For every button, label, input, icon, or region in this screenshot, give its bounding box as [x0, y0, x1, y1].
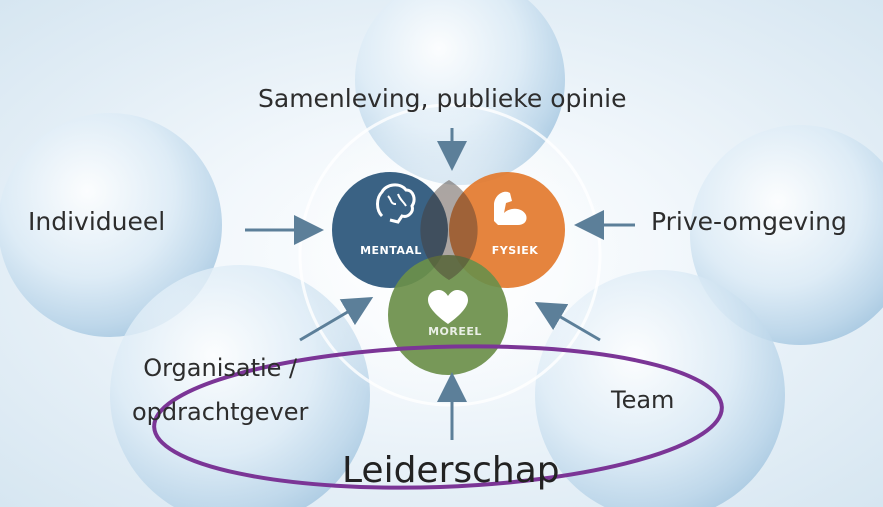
circle-mentaal [332, 172, 448, 288]
bubble-bottom-right [535, 270, 785, 507]
circle-fysiek [449, 172, 565, 288]
label-individueel: Individueel [28, 207, 166, 236]
label-organisatie: Organisatie / opdrachtgever [132, 346, 308, 434]
label-leiderschap: Leiderschap [342, 450, 560, 491]
heart-icon [428, 290, 468, 324]
arrow-bottom-left [299, 296, 374, 342]
label-mentaal: MENTAAL [360, 244, 422, 257]
bubble-bottom-left [110, 265, 370, 507]
flexed-arm-icon [494, 191, 527, 225]
center-ring [298, 103, 602, 407]
overlap-shade [420, 180, 478, 280]
label-prive-omgeving: Prive-omgeving [651, 207, 847, 236]
label-team: Team [611, 386, 675, 414]
bubble-right [690, 125, 883, 345]
label-organisatie-line1: Organisatie / [143, 354, 298, 382]
arrow-bottom-right [534, 301, 601, 342]
label-fysiek: FYSIEK [491, 244, 539, 257]
label-organisatie-line2: opdrachtgever [132, 398, 309, 426]
brain-icon [376, 183, 416, 224]
label-samenleving: Samenleving, publieke opinie [258, 84, 627, 113]
highlight-ellipse [152, 344, 724, 490]
bubble-left [0, 113, 222, 337]
label-moreel: MOREEL [428, 325, 482, 338]
bubble-center-glow [290, 95, 610, 415]
